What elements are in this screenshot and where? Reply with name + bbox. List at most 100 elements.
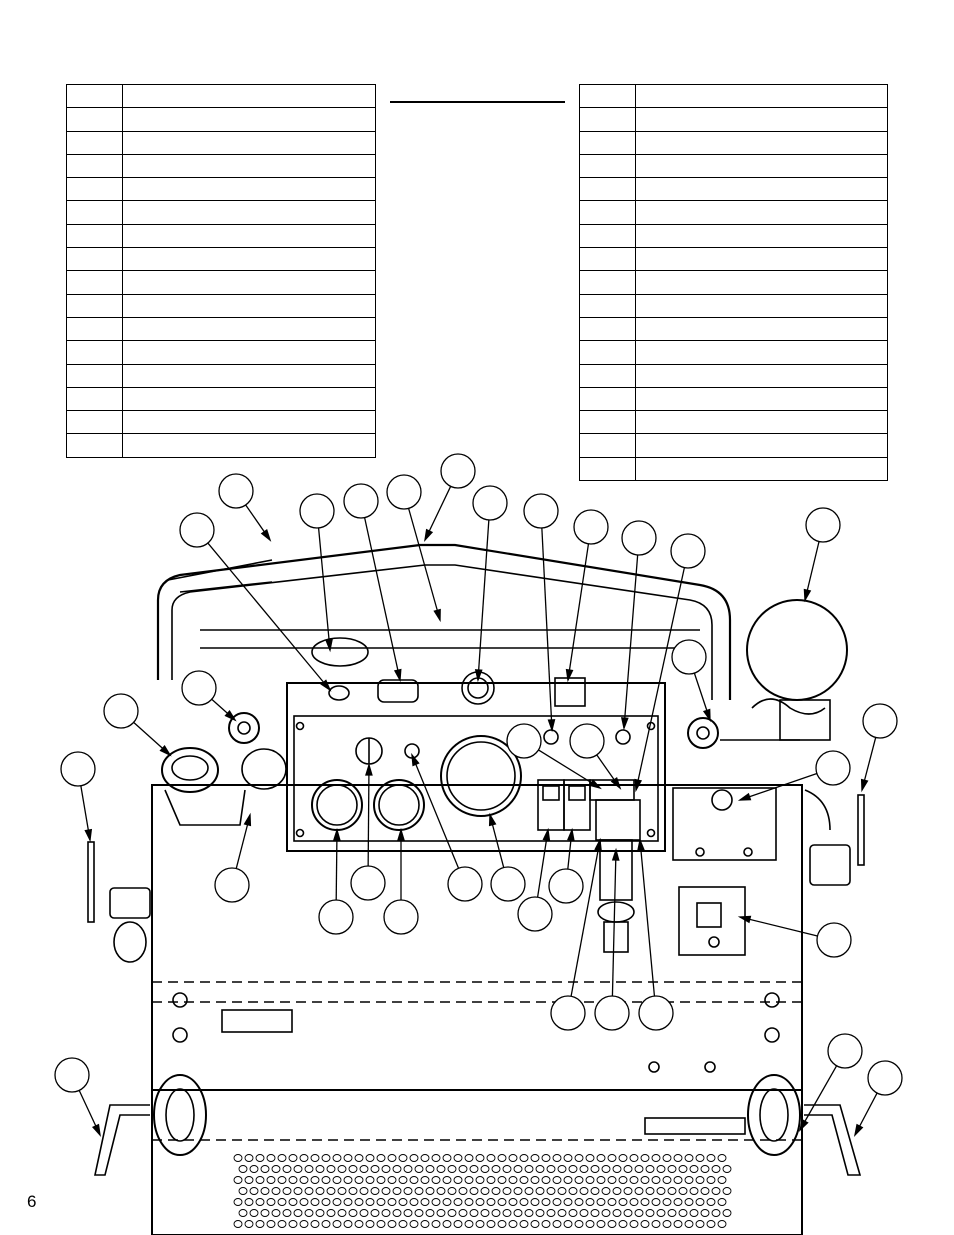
mesh-hole: [552, 1198, 562, 1206]
mesh-hole: [403, 1209, 413, 1217]
mesh-hole: [607, 1154, 617, 1162]
mesh-hole: [678, 1187, 688, 1195]
mesh-hole: [684, 1198, 694, 1206]
mesh-hole: [436, 1209, 446, 1217]
part-description-cell: [122, 433, 376, 458]
mesh-hole: [420, 1154, 430, 1162]
mesh-hole: [513, 1187, 523, 1195]
mesh-hole: [634, 1209, 644, 1217]
mesh-hole: [579, 1165, 589, 1173]
mesh-hole: [387, 1220, 397, 1228]
mesh-hole: [601, 1187, 611, 1195]
mesh-hole: [409, 1220, 419, 1228]
mesh-hole: [464, 1176, 474, 1184]
mesh-hole: [607, 1176, 617, 1184]
mesh-hole: [651, 1154, 661, 1162]
mesh-hole: [662, 1154, 672, 1162]
mesh-hole: [321, 1198, 331, 1206]
mesh-hole: [238, 1209, 248, 1217]
mesh-hole: [618, 1198, 628, 1206]
mesh-hole: [662, 1176, 672, 1184]
mesh-hole: [508, 1176, 518, 1184]
mesh-hole: [502, 1209, 512, 1217]
callout-balloon: [214, 812, 252, 903]
mesh-hole: [530, 1198, 540, 1206]
mesh-hole: [403, 1187, 413, 1195]
parts-list-left-row: [66, 177, 376, 202]
mesh-hole: [568, 1187, 578, 1195]
parts-list-left-row: [66, 433, 376, 458]
mesh-hole: [689, 1187, 699, 1195]
mesh-hole: [249, 1209, 259, 1217]
control-panel-box: [286, 637, 666, 852]
mesh-hole: [266, 1176, 276, 1184]
mesh-hole: [601, 1209, 611, 1217]
mesh-hole: [458, 1187, 468, 1195]
mesh-hole: [249, 1187, 259, 1195]
page-number: 6: [27, 1192, 37, 1211]
mesh-hole: [304, 1187, 314, 1195]
mesh-hole: [447, 1165, 457, 1173]
mesh-hole: [233, 1220, 243, 1228]
mesh-hole: [722, 1209, 732, 1217]
callout-balloon: [634, 533, 706, 793]
mesh-hole: [447, 1187, 457, 1195]
callout-balloon: [565, 509, 609, 683]
plug-connector: [597, 839, 635, 953]
mesh-hole: [348, 1209, 358, 1217]
mesh-hole: [480, 1187, 490, 1195]
parts-list-right-row: [579, 153, 888, 179]
mesh-hole: [590, 1187, 600, 1195]
mesh-hole: [271, 1187, 281, 1195]
part-description-cell: [122, 130, 376, 155]
mesh-hole: [535, 1187, 545, 1195]
mesh-hole: [497, 1154, 507, 1162]
callout-balloon: [517, 827, 553, 932]
mesh-hole: [651, 1220, 661, 1228]
mesh-hole: [244, 1220, 254, 1228]
mesh-hole: [425, 1209, 435, 1217]
mesh-hole: [332, 1220, 342, 1228]
mesh-hole: [359, 1165, 369, 1173]
mesh-hole: [409, 1154, 419, 1162]
callout-balloon: [594, 847, 630, 1031]
cabinet-body: [151, 784, 803, 1235]
mesh-hole: [453, 1198, 463, 1206]
mesh-hole: [717, 1220, 727, 1228]
mesh-hole: [640, 1176, 650, 1184]
parts-list-right-row: [579, 223, 888, 249]
mesh-hole: [585, 1198, 595, 1206]
mesh-hole: [640, 1154, 650, 1162]
mesh-hole: [293, 1209, 303, 1217]
mesh-hole: [337, 1165, 347, 1173]
mesh-hole: [453, 1220, 463, 1228]
mesh-hole: [469, 1187, 479, 1195]
mesh-hole: [442, 1198, 452, 1206]
mesh-hole: [293, 1187, 303, 1195]
callout-balloon: [671, 639, 711, 723]
callout-balloon: [798, 1033, 863, 1132]
mesh-hole: [629, 1176, 639, 1184]
mesh-hole: [442, 1220, 452, 1228]
mesh-hole: [623, 1209, 633, 1217]
mesh-hole: [656, 1209, 666, 1217]
mesh-hole: [282, 1165, 292, 1173]
mesh-hole: [585, 1220, 595, 1228]
mesh-hole: [266, 1154, 276, 1162]
mesh-hole: [315, 1209, 325, 1217]
mesh-hole: [348, 1165, 358, 1173]
mesh-hole: [519, 1154, 529, 1162]
mesh-hole: [673, 1176, 683, 1184]
part-number-cell: [579, 83, 636, 109]
mesh-hole: [420, 1198, 430, 1206]
mesh-hole: [700, 1209, 710, 1217]
mesh-hole: [282, 1187, 292, 1195]
part-number-cell: [66, 107, 123, 132]
mesh-hole: [332, 1176, 342, 1184]
callout-balloon: [488, 812, 526, 902]
part-number-cell: [579, 130, 636, 155]
parts-list-right-row: [579, 363, 888, 388]
callout-balloon: [569, 723, 622, 790]
mesh-hole: [288, 1198, 298, 1206]
mesh-hole: [304, 1209, 314, 1217]
